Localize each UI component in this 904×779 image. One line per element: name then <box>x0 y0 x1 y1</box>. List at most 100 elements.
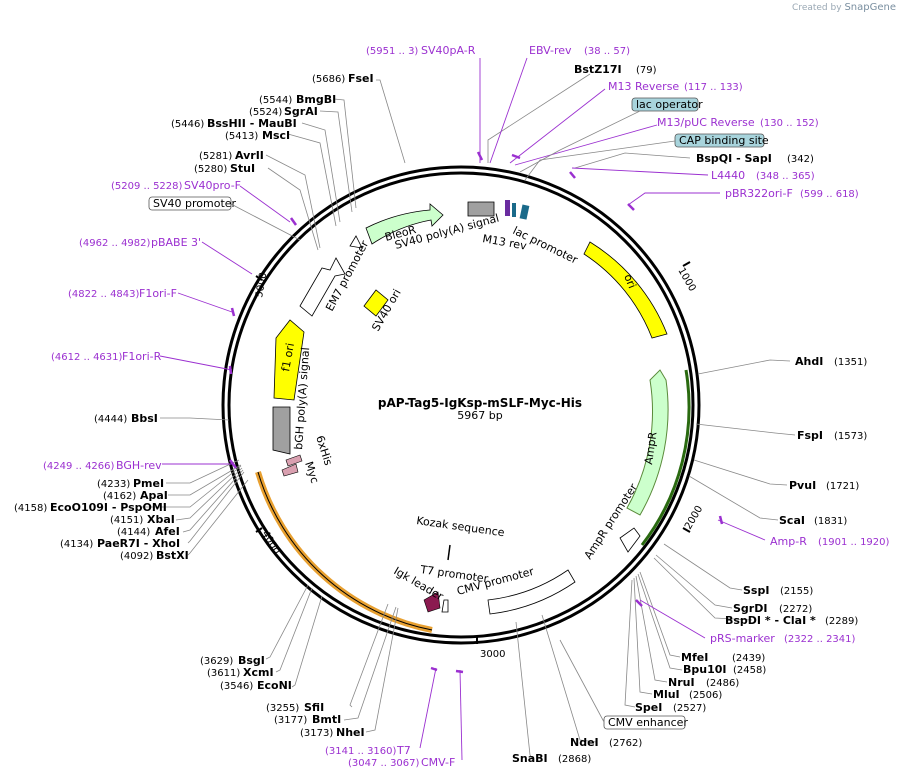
primer-t7: T7 <box>396 744 411 757</box>
site-ntui-pos: (2486) <box>706 678 739 689</box>
feature-label-ori: ori <box>621 272 638 290</box>
primer-pbabe-3: pBABE 3' <box>151 236 201 249</box>
tick-2000 <box>682 527 691 533</box>
leader-pmei <box>166 459 240 484</box>
leader-ahdi <box>697 359 791 375</box>
box-lac-operator <box>631 97 699 112</box>
site-bsgi-pos: (3629) <box>200 656 233 667</box>
ampr-promoter-arrow <box>619 527 641 553</box>
primer-pbr322ori-f: pBR322ori-F <box>725 187 793 200</box>
site-bsgi: BsgI <box>238 654 265 667</box>
leader-apai <box>168 464 242 496</box>
site-spei: SpeI <box>635 701 662 714</box>
bgh-polya-block <box>272 406 291 455</box>
feature-label-ampr-promoter: AmpR promoter <box>582 481 641 562</box>
f1-ori-arrow <box>273 319 305 401</box>
site-fsei-pos: (5686) <box>312 74 345 85</box>
primer-sv40pro-f: SV40pro-F <box>184 179 241 192</box>
primer-sv40pa-r-range: (5951 .. 3) <box>366 46 418 57</box>
boxed-labels: lac operator CAP binding site SV40 promo… <box>148 97 769 730</box>
feature-arcs <box>255 200 691 633</box>
site-stui-pos: (5280) <box>194 164 227 175</box>
leader-ndei <box>541 614 597 743</box>
site-sspi-pos: (2155) <box>780 586 813 597</box>
site-bsshii: BssHII - MauBI <box>207 117 297 130</box>
cap-site-mark <box>519 204 530 220</box>
site-fsei: FseI <box>348 72 374 85</box>
feature-label-ampr: AmpR <box>642 431 659 466</box>
site-xhoi: PaeR7I - XhoI <box>97 537 180 550</box>
site-sspi: SspI <box>743 584 769 597</box>
site-scai-pos: (1831) <box>814 516 847 527</box>
sv40-ori-block <box>363 289 389 317</box>
primer-ebv-rev: EBV-rev <box>529 44 572 57</box>
primer-m13-reverse: M13 Reverse <box>608 80 679 93</box>
primer-sv40pa-r: SV40pA-R <box>421 44 476 57</box>
leader-sspi <box>663 543 743 591</box>
site-avrii-pos: (5281) <box>199 151 232 162</box>
primer-line-ebv-rev <box>489 57 528 164</box>
ampr-outer-strand <box>640 369 691 546</box>
site-msci-pos: (5413) <box>225 131 258 142</box>
primer-m13-puc-reverse: M13/pUC Reverse <box>657 116 755 129</box>
primer-line-f1ori-r <box>159 355 233 371</box>
tick-1000 <box>682 261 691 267</box>
site-nhei-pos: (3173) <box>300 728 333 739</box>
tick-5000 <box>255 275 263 281</box>
plasmid-length: 5967 bp <box>457 409 502 422</box>
site-pmei-pos: (4233) <box>97 479 130 490</box>
leader-xcmi <box>275 587 313 673</box>
primer-pbr322ori-f-range: (599 .. 618) <box>800 189 859 200</box>
leader-eco0109i <box>142 465 242 508</box>
primer-l4440: L4440 <box>711 169 745 182</box>
site-bpu10i: Bpu10I <box>683 663 727 676</box>
primer-ebv-rev-range: (38 .. 57) <box>584 46 630 57</box>
tick-label-3000: 3000 <box>480 649 505 660</box>
box-lac-operator-text: lac operator <box>636 98 703 111</box>
site-leader-lines <box>142 73 796 759</box>
box-cap-binding-site <box>674 133 765 148</box>
primer-t7-range: (3141 .. 3160) <box>325 746 397 757</box>
leader-xbai <box>175 467 243 521</box>
site-apai-pos: (4162) <box>103 491 136 502</box>
bleor-arrow <box>365 203 444 245</box>
site-bspdi-clai-pos: (2289) <box>825 616 858 627</box>
primer-f1ori-f: F1ori-F <box>139 287 177 300</box>
kozak-mark <box>447 544 451 561</box>
site-mlui-pos: (2506) <box>689 690 722 701</box>
leader-pvui <box>693 459 788 486</box>
leader-mfei <box>639 571 681 658</box>
site-bbsi-pos: (4444) <box>94 414 127 425</box>
leader-avrii <box>265 154 321 249</box>
site-snabi-pos: (2868) <box>558 754 591 765</box>
primer-line-f1ori-f <box>177 292 233 313</box>
leader-afei <box>182 469 244 533</box>
site-pvui-pos: (1721) <box>826 481 859 492</box>
site-fspi: FspI <box>797 429 823 442</box>
myc-arrow <box>281 463 299 477</box>
snapgene-watermark: Created by SnapGene <box>792 2 896 13</box>
tick-label-1000: 1000 <box>675 266 697 294</box>
feature-label-6xhis: 6xHis <box>313 434 335 467</box>
site-bmgbi: BmgBI <box>296 93 336 106</box>
leader-nhei <box>365 607 399 733</box>
site-eco0109i-pos: (4158) <box>14 503 47 514</box>
primer-m13-puc-reverse-range: (130 .. 152) <box>760 118 819 129</box>
site-eco0109i: EcoO109I - PspOMI <box>50 501 167 514</box>
site-bspqi: BspQI - SapI <box>696 152 772 165</box>
site-mfei-pos: (2439) <box>732 653 765 664</box>
primer-f1ori-f-range: (4822 .. 4843) <box>68 289 140 300</box>
leader-bstxi <box>187 479 249 556</box>
site-xbai: XbaI <box>147 513 175 526</box>
site-afei-pos: (4144) <box>117 527 150 538</box>
site-econi: EcoNI <box>257 679 292 692</box>
site-sfii: SfiI <box>304 701 324 714</box>
primer-cmv-f: CMV-F <box>421 756 455 769</box>
site-bsshii-pos: (5446) <box>171 119 204 130</box>
box-cmv-enhancer-text: CMV enhancer <box>608 716 688 729</box>
leader-ntui <box>635 575 668 683</box>
primer-f1ori-r-range: (4612 .. 4631) <box>51 352 123 363</box>
leader-xhoi <box>187 471 245 544</box>
em7-promoter-arrow <box>299 257 346 317</box>
